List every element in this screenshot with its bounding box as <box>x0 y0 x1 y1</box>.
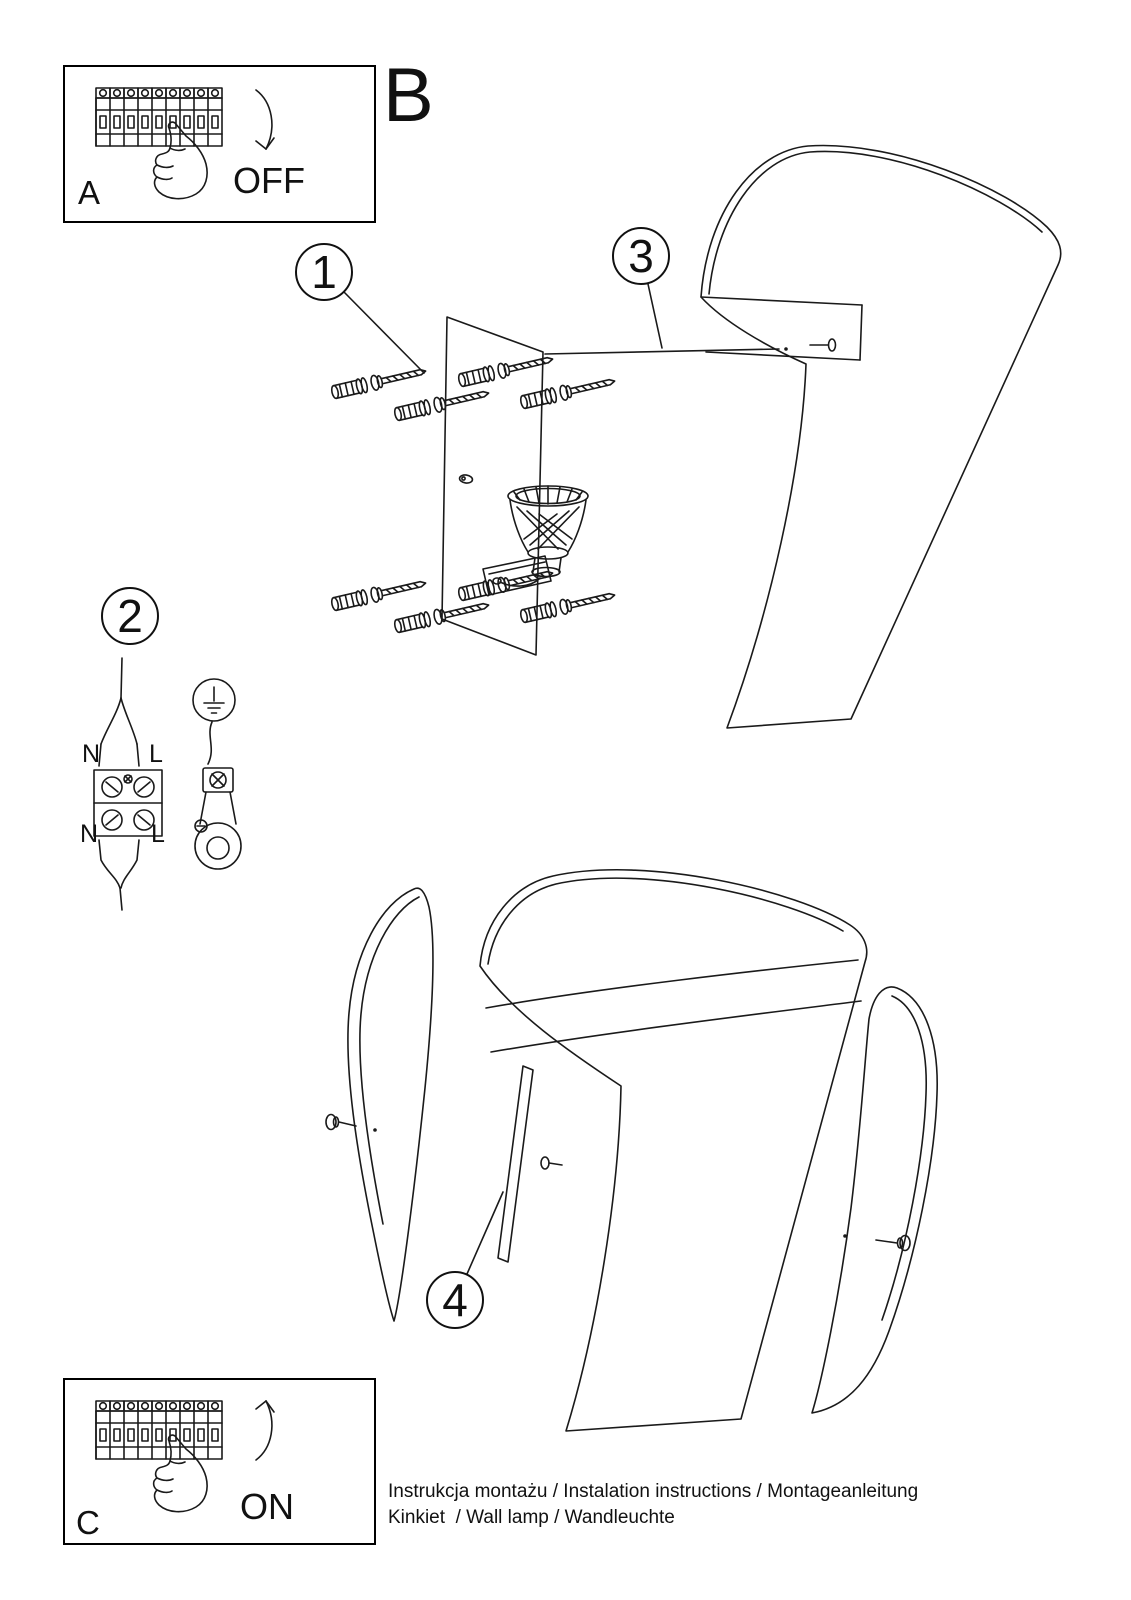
wall-anchor-screw <box>518 372 618 411</box>
step-4-marker: 4 <box>426 1271 484 1329</box>
wiring-diagram <box>93 657 163 911</box>
off-arrow-icon <box>255 89 275 150</box>
wall-anchor-screw <box>329 574 429 613</box>
footer-product-name: Kinkiet / Wall lamp / Wandleuchte <box>388 1507 675 1528</box>
power-on-text: ON <box>240 1486 294 1527</box>
earth-ground-icon <box>192 678 236 722</box>
section-c-label: C <box>76 1504 100 1541</box>
step-2-marker: 2 <box>101 587 159 645</box>
step-3-marker: 3 <box>612 227 670 285</box>
power-off-box <box>63 65 376 223</box>
step-4-leader-line <box>466 1191 504 1275</box>
wire-label-neutral-bottom: N <box>80 820 99 848</box>
lamp-body-exploded <box>700 144 1062 729</box>
wire-label-live-top: L <box>149 740 163 768</box>
power-off-text: OFF <box>233 160 305 201</box>
power-on-box <box>63 1378 376 1545</box>
plate-to-lamp-line <box>544 348 780 355</box>
lamp-body-assembled <box>479 868 868 1432</box>
step-2-number: 2 <box>117 590 143 642</box>
cap-screw-left <box>325 1113 377 1132</box>
cap-screw-right <box>843 1234 911 1252</box>
side-panel-right <box>811 986 938 1414</box>
wire-label-live-bottom: L <box>151 820 165 848</box>
section-b-label: B <box>383 53 434 138</box>
side-panel-left <box>347 887 434 1322</box>
section-a-label: A <box>78 174 101 211</box>
step-4-number: 4 <box>442 1274 468 1326</box>
step-3-number: 3 <box>628 230 654 282</box>
footer-instructions-title: Instrukcja montażu / Instalation instruc… <box>388 1481 919 1502</box>
step-1-leader-line <box>343 291 425 374</box>
mounting-plate-edge <box>497 1065 563 1263</box>
step-1-marker: 1 <box>295 243 353 301</box>
mounting-plate <box>441 316 544 656</box>
wall-anchor-screw <box>456 350 556 389</box>
lamp-interior-screw <box>784 338 837 352</box>
wire-label-neutral-top: N <box>82 740 101 768</box>
wall-anchor-screw <box>329 362 429 401</box>
lamp-socket <box>482 485 589 596</box>
wall-anchor-screw <box>518 586 618 625</box>
ground-terminal <box>194 721 242 870</box>
step-1-number: 1 <box>311 246 337 298</box>
on-arrow-icon <box>255 1400 275 1461</box>
breaker-panel-hand-icon <box>96 88 222 200</box>
step-3-leader-line <box>647 283 663 349</box>
wall-anchor-screw <box>392 384 492 423</box>
